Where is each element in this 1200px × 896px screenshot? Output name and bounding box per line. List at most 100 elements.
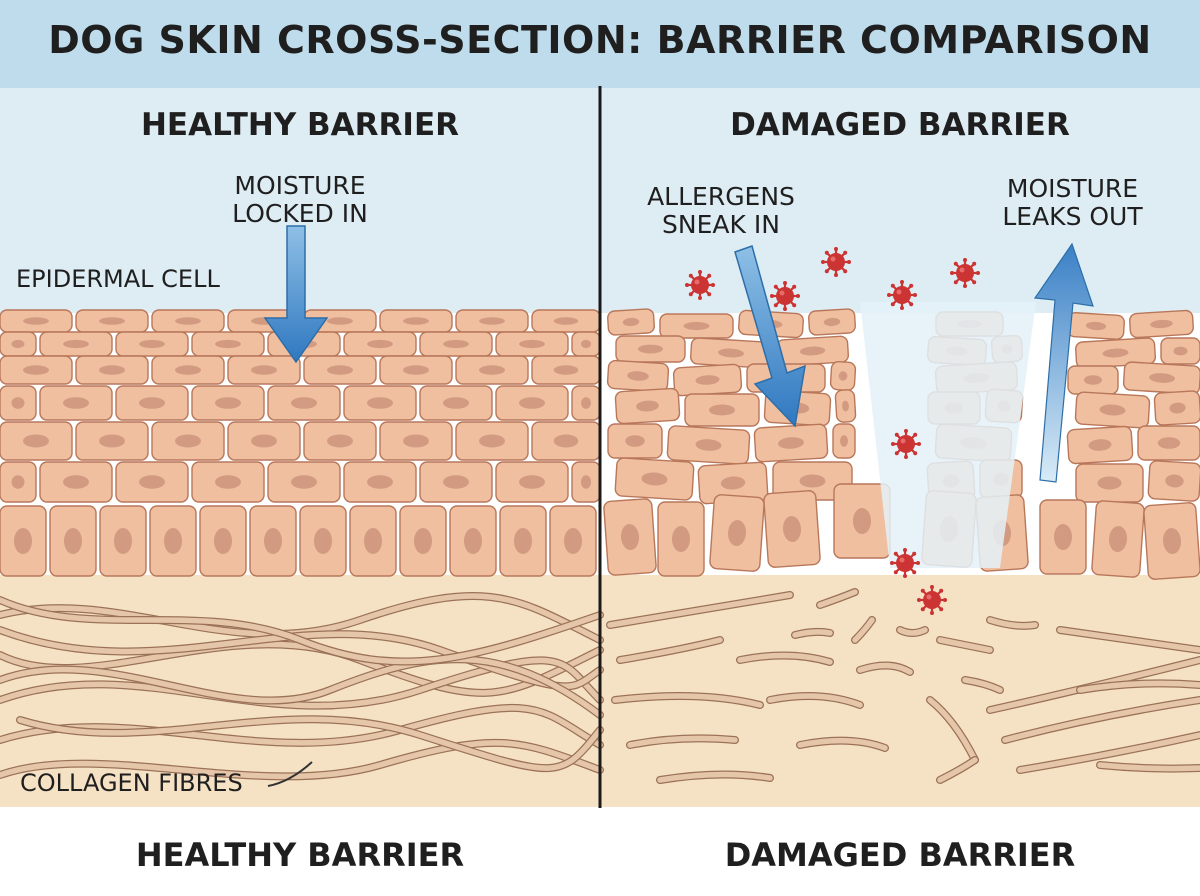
- allergen-particle: [950, 258, 980, 288]
- moisture-leaks-line2: LEAKS OUT: [1002, 201, 1143, 231]
- epidermal-cell: [808, 308, 856, 336]
- epidermal-cell: [267, 461, 341, 503]
- footer-band: [0, 807, 1200, 896]
- epidermal-cell: [1074, 337, 1157, 369]
- epidermal-cell: [227, 421, 301, 461]
- epidermal-cell: [299, 505, 347, 577]
- epidermal-cell: [1039, 499, 1087, 575]
- epidermal-cell: [1091, 500, 1145, 578]
- collagen-fibre: [1056, 626, 1200, 654]
- moisture-leaks-label: MOISTURE LEAKS OUT: [980, 175, 1165, 230]
- epidermal-cell: [39, 385, 113, 421]
- epidermal-cell: [1137, 425, 1200, 461]
- allergens-label: ALLERGENS SNEAK IN: [626, 183, 816, 238]
- collagen-fibre: [791, 627, 834, 639]
- epidermal-cell: [151, 309, 225, 333]
- collagen-fibre: [0, 738, 604, 781]
- allergen-particle: [770, 281, 800, 311]
- collagen-fibre: [1001, 696, 1200, 744]
- epidermal-cell: [531, 355, 601, 385]
- epidermal-cell: [249, 505, 297, 577]
- collagen-fibre: [0, 655, 604, 719]
- epidermal-cell: [1143, 502, 1200, 580]
- collagen-fibre: [796, 736, 889, 752]
- collagen-fibre: [0, 592, 604, 644]
- collagen-fibre: [656, 770, 774, 784]
- epidermal-cell: [455, 309, 529, 333]
- epidermal-cell: [0, 309, 73, 333]
- epidermal-cell: [343, 331, 417, 357]
- epidermal-cell: [607, 308, 655, 336]
- epidermal-cell: [614, 457, 695, 501]
- collagen-fibre: [936, 756, 979, 784]
- healthy-epidermis: [0, 309, 601, 577]
- epidermal-cell: [303, 421, 377, 461]
- collagen-fibre: [606, 591, 794, 629]
- allergens-sneak-in-arrow: [734, 245, 806, 428]
- allergen-particle: [890, 548, 920, 578]
- collagen-fibre: [1096, 761, 1200, 773]
- epidermal-cell: [1153, 390, 1200, 426]
- epidermal-cell: [666, 425, 751, 465]
- epidermal-cell: [115, 461, 189, 503]
- epidermal-cell: [832, 423, 856, 459]
- epidermal-cell: [0, 355, 73, 385]
- epidermal-cell: [1067, 312, 1125, 340]
- allergen-particle: [891, 429, 921, 459]
- epidermal-cell: [697, 461, 769, 505]
- epidermal-cell: [607, 423, 663, 459]
- collagen-fibre: [0, 596, 604, 666]
- epidermal-cell: [495, 385, 569, 421]
- collagen-fibre: [1076, 679, 1200, 694]
- allergen-particle: [887, 280, 917, 310]
- epidermal-cell: [39, 461, 113, 503]
- allergens-line1: ALLERGENS: [647, 182, 795, 211]
- epidermal-cell: [343, 385, 417, 421]
- epidermal-cell: [684, 393, 760, 427]
- moisture-locked-label: MOISTURE LOCKED IN: [200, 172, 400, 227]
- collagen-fibre: [986, 616, 1039, 630]
- collagen-fibre: [0, 626, 604, 691]
- collagen-fibre: [1016, 731, 1200, 774]
- damaged-footer: DAMAGED BARRIER: [724, 836, 1076, 874]
- moisture-locked-line2: LOCKED IN: [232, 198, 368, 228]
- epidermal-cell: [657, 501, 705, 577]
- collagen-fibre: [0, 656, 604, 710]
- epidermal-cell: [449, 505, 497, 577]
- allergen-particle: [685, 270, 715, 300]
- epidermal-cell: [753, 423, 829, 463]
- epidermal-cell-label: EPIDERMAL CELL: [16, 265, 220, 293]
- epidermal-cell: [829, 361, 857, 391]
- collagen-fibre: [616, 636, 724, 664]
- epidermal-cell: [495, 461, 569, 503]
- page-title: DOG SKIN CROSS-SECTION: BARRIER COMPARIS…: [48, 18, 1152, 62]
- collagen-fibre: [736, 651, 834, 666]
- allergens-line2: SNEAK IN: [662, 209, 780, 239]
- epidermal-cell: [191, 461, 265, 503]
- epidermal-cell: [672, 363, 743, 397]
- epidermal-cell: [199, 505, 247, 577]
- allergen-particle: [821, 247, 851, 277]
- epidermal-cell: [1147, 460, 1200, 502]
- collagen-fibre: [816, 588, 859, 609]
- epidermal-cell: [763, 490, 821, 568]
- epidermal-cell: [603, 498, 657, 576]
- epidermal-cell: [151, 355, 225, 385]
- epidermal-cell: [1074, 391, 1151, 429]
- epidermal-cell: [303, 355, 377, 385]
- healthy-footer: HEALTHY BARRIER: [135, 836, 465, 874]
- collagen-fibres-label: COLLAGEN FIBRES: [20, 769, 243, 797]
- epidermal-cell: [227, 355, 301, 385]
- epidermal-cell: [267, 385, 341, 421]
- damaged-heading: DAMAGED BARRIER: [730, 107, 1070, 143]
- epidermal-cell: [419, 461, 493, 503]
- epidermal-cell: [549, 505, 597, 577]
- epidermal-cell: [343, 461, 417, 503]
- collagen-fibre: [851, 616, 876, 644]
- moisture-locked-line1: MOISTURE: [234, 171, 366, 200]
- epidermal-cell: [1129, 309, 1194, 339]
- healthy-heading: HEALTHY BARRIER: [140, 107, 459, 143]
- epidermal-cell: [499, 505, 547, 577]
